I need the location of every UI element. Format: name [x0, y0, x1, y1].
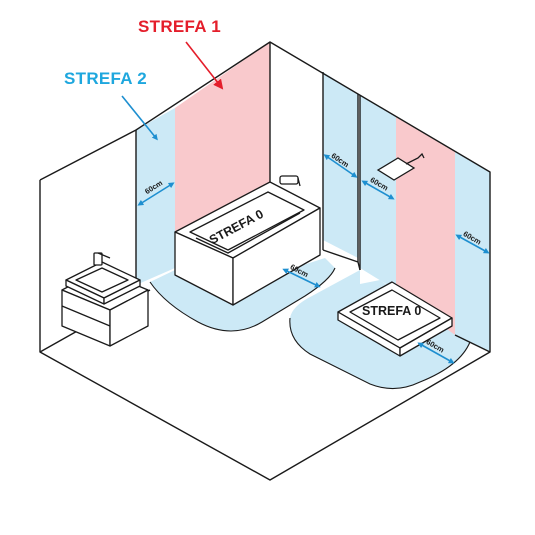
arrow-icon [137, 182, 175, 206]
bathtub [174, 181, 321, 306]
shower-tray [337, 281, 453, 357]
zone2-partition-strip [360, 95, 396, 290]
zone1-wall-bath [175, 42, 270, 232]
zone0-shower-label: STREFA 0 [362, 304, 421, 318]
arrow-icon [417, 342, 455, 364]
shower-head-icon [376, 152, 425, 181]
arrow-icon [323, 154, 358, 178]
zone1-title: STREFA 1 [138, 17, 221, 36]
arrow-icon [282, 268, 321, 288]
zone2-wall-shower-right-strip [455, 152, 490, 352]
dimension-arrows [137, 154, 490, 364]
arrow-icon [121, 95, 158, 141]
bath-tap-icon [279, 175, 301, 187]
zone1-wall-shower [396, 117, 455, 335]
zone2-wall-left-strip [136, 108, 175, 285]
sink-basin [65, 261, 141, 305]
arrow-icon [361, 180, 395, 200]
zone2-title: STREFA 2 [64, 69, 147, 88]
sink-tap-icon [93, 252, 111, 266]
arrow-icon [455, 234, 490, 254]
arrow-icon [185, 41, 224, 90]
